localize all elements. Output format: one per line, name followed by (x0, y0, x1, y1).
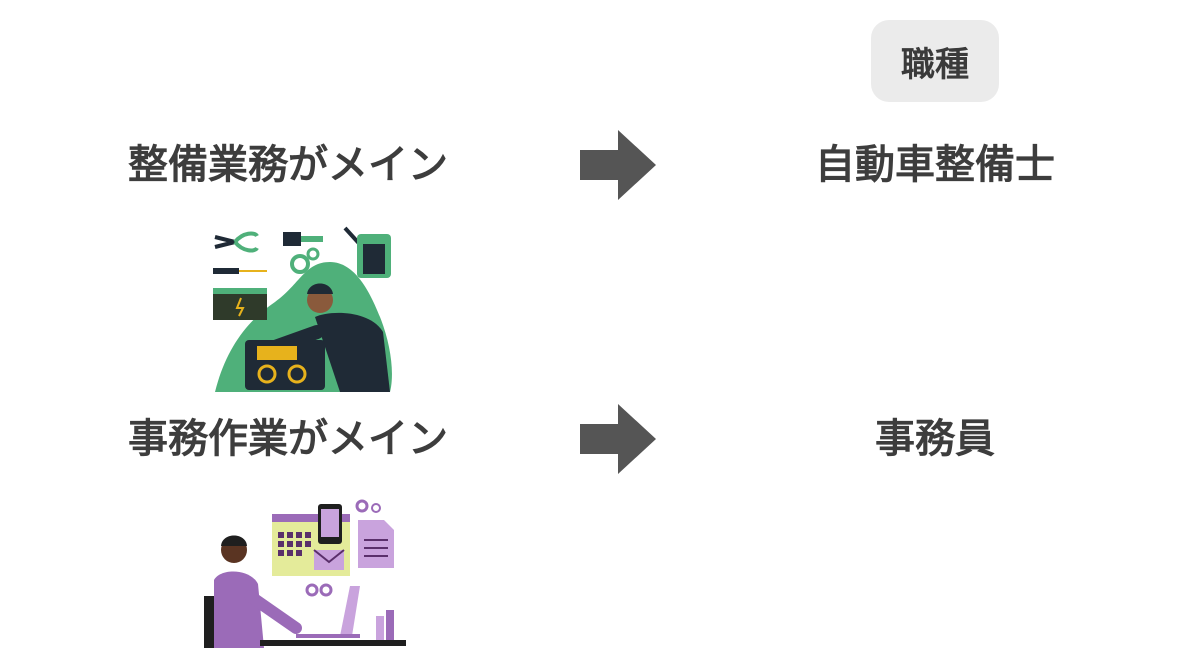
gear-icon (290, 247, 320, 274)
document-icon (358, 520, 394, 568)
screwdriver-icon (213, 268, 267, 274)
occupation-badge-label: 職種 (901, 44, 969, 85)
mail-icon (313, 549, 345, 570)
binder-icon (376, 610, 394, 640)
office-worker-illustration (204, 499, 406, 648)
pliers-icon (214, 231, 259, 253)
oil-can-icon (357, 234, 391, 278)
row2-right-label: 事務員 (875, 416, 995, 462)
engine-icon (245, 340, 325, 390)
office-worker-figure (204, 535, 302, 648)
row2-left-label: 事務作業がメイン (128, 416, 448, 462)
mechanic-illustration (213, 226, 392, 392)
mechanic-figure (268, 283, 390, 392)
arrow-right-icon (580, 130, 656, 200)
desk (260, 640, 406, 646)
gear-icon (305, 499, 381, 597)
occupation-badge: 職種 (871, 20, 999, 102)
row1-right-label: 自動車整備士 (815, 142, 1055, 188)
row1-left-label: 整備業務がメイン (128, 142, 448, 188)
battery-icon (213, 288, 267, 320)
phone-icon (318, 504, 342, 544)
arrow-right-icon (580, 404, 656, 474)
piston-icon (283, 232, 323, 246)
laptop-icon (296, 586, 360, 638)
